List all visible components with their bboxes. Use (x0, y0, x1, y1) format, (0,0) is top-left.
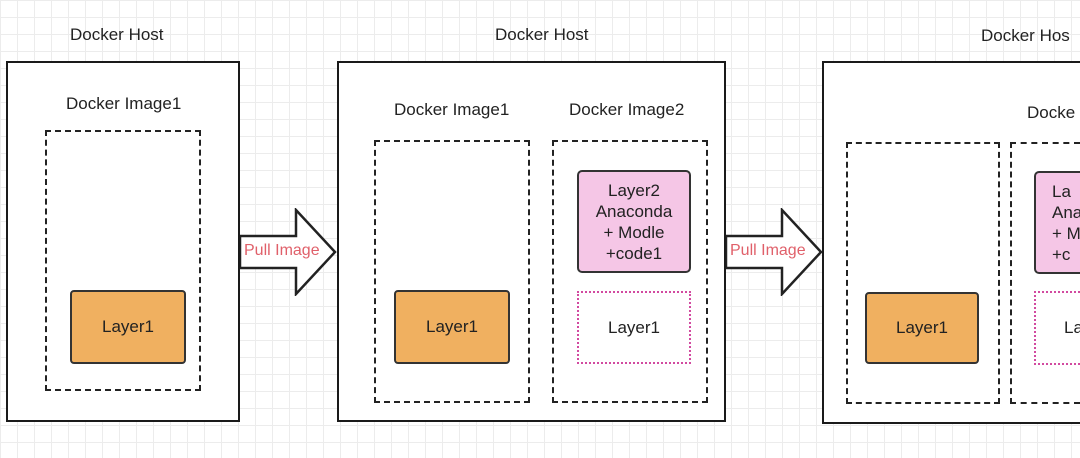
host-3-image1-box (846, 142, 1000, 404)
host-2-title: Docker Host (495, 25, 589, 44)
host-3-image2-layer1-label: La (1064, 318, 1080, 337)
host-3-image1-layer1-label: Layer1 (896, 318, 948, 337)
host-2-image2-layer1-shared: Layer1 (577, 291, 691, 364)
host-3-layer2-line-2: Ana (1052, 202, 1080, 222)
host-3-layer2-line-3: + M (1052, 223, 1080, 243)
host-3-image1-layer1: Layer1 (865, 292, 979, 364)
pull-arrow-2 (726, 208, 823, 296)
host-2-image2-layer2: Layer2 Anaconda + Modle +code1 (577, 170, 691, 273)
host-2-image1-layer1-label: Layer1 (426, 317, 478, 336)
host-1-image1-title: Docker Image1 (66, 94, 182, 113)
host-2-image2-title: Docker Image2 (569, 100, 685, 119)
host-3-image2-layer2: La Ana + M +c (1034, 171, 1080, 274)
pull-arrow-1 (240, 208, 337, 296)
host-2-image2-layer1-label: Layer1 (608, 317, 660, 337)
host-3-layer2-line-4: +c (1052, 244, 1071, 264)
host-2-layer2-line-4: +code1 (605, 243, 663, 263)
host-2-layer2-line-2: Anaconda (595, 201, 673, 221)
pull-arrow-2-label: Pull Image (730, 242, 806, 259)
host-3-title: Docker Hos (981, 26, 1070, 45)
host-3-image2-title: Docke (1027, 103, 1076, 122)
host-2-image1-layer1: Layer1 (394, 290, 510, 364)
host-1-title: Docker Host (70, 25, 164, 44)
pull-arrow-1-label: Pull Image (244, 242, 320, 259)
host-1-layer1-label: Layer1 (102, 317, 154, 336)
host-2-layer2-line-1: Layer2 (608, 180, 660, 200)
host-3-layer2-line-1: La (1052, 181, 1071, 201)
host-1-layer1: Layer1 (70, 290, 186, 364)
host-2-image1-title: Docker Image1 (394, 100, 510, 119)
host-3-image2-layer1-shared: La (1034, 291, 1080, 365)
host-2-layer2-line-3: + Modle (603, 222, 665, 242)
